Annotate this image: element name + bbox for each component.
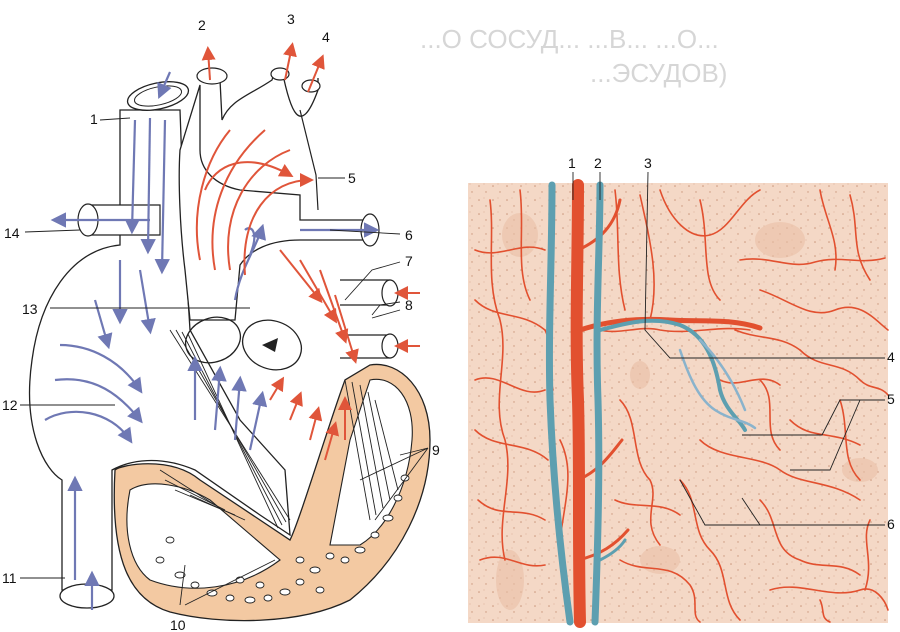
micro-label-5: 5 bbox=[887, 391, 895, 407]
label-11: 11 bbox=[2, 570, 17, 586]
background-text-line1: ...О СОСУД... ...В... ...О... bbox=[420, 24, 719, 54]
micro-label-4: 4 bbox=[887, 349, 895, 365]
superior-vena-cava-inner bbox=[133, 82, 184, 110]
microcirculation-diagram: 1 2 3 4 5 6 bbox=[468, 155, 895, 623]
heart-diagram: 1 2 3 4 5 6 7 8 9 10 11 12 13 14 bbox=[2, 11, 440, 632]
valve-cusp-marker bbox=[262, 338, 278, 352]
label-3: 3 bbox=[287, 11, 295, 27]
label-5: 5 bbox=[348, 170, 356, 186]
background-text-line2: ...ЭСУДОВ) bbox=[590, 58, 727, 88]
label-12: 12 bbox=[2, 397, 18, 413]
pulmonary-vein-lower bbox=[382, 334, 398, 358]
label-13: 13 bbox=[22, 301, 38, 317]
pulmonary-vein-upper bbox=[382, 280, 398, 306]
ascending-aorta-outline bbox=[300, 110, 318, 210]
micro-label-1: 1 bbox=[568, 155, 576, 171]
label-4: 4 bbox=[322, 29, 330, 45]
aorta-branches bbox=[220, 70, 318, 120]
label-9: 9 bbox=[432, 442, 440, 458]
label-8: 8 bbox=[405, 297, 413, 313]
label-6: 6 bbox=[405, 227, 413, 243]
micro-label-3: 3 bbox=[644, 155, 652, 171]
label-2: 2 bbox=[198, 17, 206, 33]
brachiocephalic-opening bbox=[197, 68, 227, 84]
label-7: 7 bbox=[405, 253, 413, 269]
micro-label-2: 2 bbox=[594, 155, 602, 171]
background-header-text: ...О СОСУД... ...В... ...О... ...ЭСУДОВ) bbox=[420, 24, 727, 88]
label-1: 1 bbox=[90, 111, 98, 127]
label-10: 10 bbox=[170, 617, 186, 632]
label-14: 14 bbox=[4, 225, 20, 241]
micro-label-6: 6 bbox=[887, 516, 895, 532]
inferior-vena-cava bbox=[60, 584, 114, 608]
